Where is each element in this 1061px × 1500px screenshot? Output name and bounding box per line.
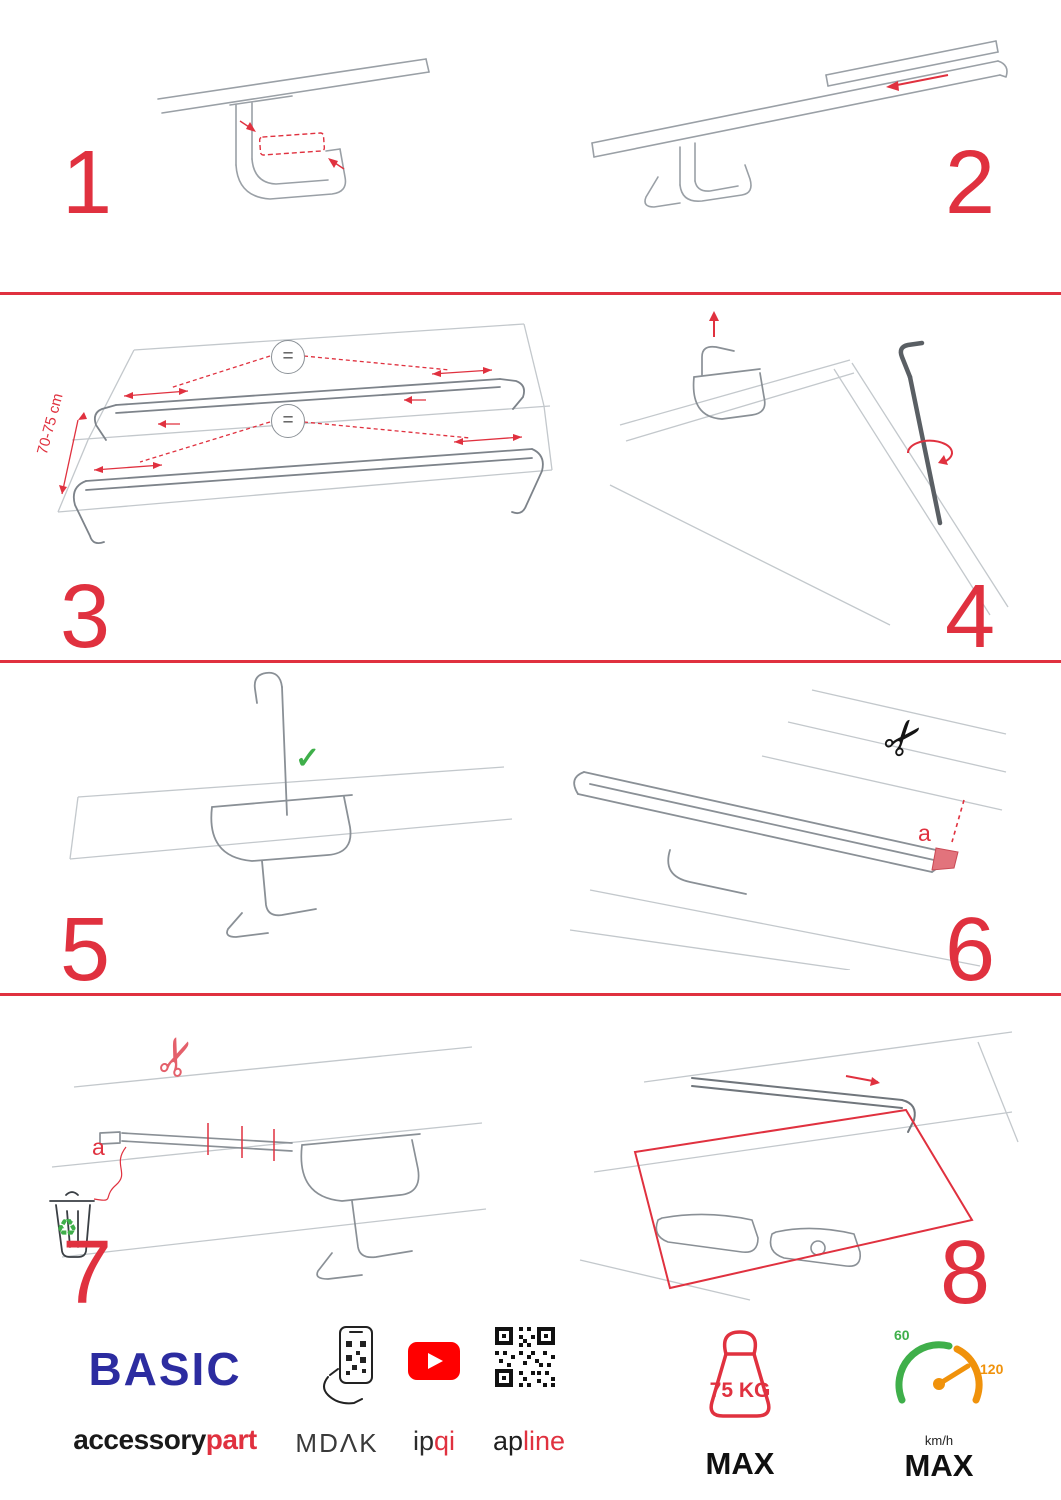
ipqi-black: ip (412, 1426, 434, 1456)
step-6-drawing (569, 689, 1007, 970)
trash-can-icon (49, 1191, 95, 1258)
dimension-arrows (61, 355, 523, 495)
strip-part-label: a (92, 1134, 105, 1160)
step-4-drawing (609, 311, 1009, 626)
apline-red: line (523, 1426, 566, 1456)
brand-title: BASIC (88, 1343, 242, 1395)
rubber-pad-highlight (239, 120, 345, 170)
step-5-drawing (69, 671, 513, 938)
step-3-number: 3 (60, 567, 111, 667)
step-4-number: 4 (945, 567, 996, 667)
section-divider-1 (0, 292, 1061, 295)
step-8-number: 8 (940, 1223, 991, 1323)
cut-area-outline (633, 1075, 974, 1290)
tighten-arrows (709, 311, 953, 465)
ipqi-label: ipqi (404, 1428, 464, 1455)
step-7-number: 7 (62, 1223, 113, 1323)
brand-name: accessorypart (55, 1426, 275, 1454)
slide-direction-arrow (886, 74, 949, 91)
equal-spacing-badge-front: = (271, 340, 305, 374)
mdak-label: MDΛK (295, 1428, 379, 1458)
section-divider-2 (0, 660, 1061, 663)
step-3-drawing (57, 323, 553, 545)
step-2-number: 2 (945, 133, 996, 233)
youtube-icon (408, 1342, 460, 1380)
step-1-drawing (157, 58, 430, 200)
max-weight-value: 75 KG (709, 1379, 771, 1402)
phone-qr-scan-icon (323, 1326, 373, 1405)
recycle-icon: ♻ (56, 1214, 78, 1242)
max-weight-icon (709, 1330, 771, 1418)
step-5-number: 5 (60, 900, 111, 1000)
qr-code-icon (495, 1327, 555, 1387)
step-6-number: 6 (945, 900, 996, 1000)
speed-high-tick: 120 (980, 1361, 1004, 1377)
allen-key (898, 340, 943, 526)
correct-check-icon: ✓ (295, 742, 321, 775)
cut-marks (93, 1123, 275, 1201)
step-7-drawing (49, 1046, 487, 1280)
apline-black: ap (492, 1426, 523, 1456)
rubber-strip-end (931, 847, 959, 871)
speed-low-tick: 60 (894, 1327, 910, 1343)
apline-label: apline (486, 1428, 572, 1455)
speed-unit-label: km/h (924, 1433, 954, 1448)
section-divider-3 (0, 993, 1061, 996)
equal-spacing-badge-rear: = (271, 404, 305, 438)
max-speed-label: MAX (904, 1448, 974, 1483)
step-2-drawing (591, 40, 1008, 208)
max-weight-label: MAX (705, 1446, 775, 1481)
speedometer-icon (895, 1341, 983, 1404)
brand-name-black: accessory (73, 1424, 206, 1455)
step-1-number: 1 (62, 133, 113, 233)
ipqi-red: qi (434, 1426, 456, 1456)
brand-name-red: part (205, 1424, 257, 1455)
step-8-drawing (579, 1031, 1019, 1301)
strip-part-label: a (918, 820, 931, 846)
